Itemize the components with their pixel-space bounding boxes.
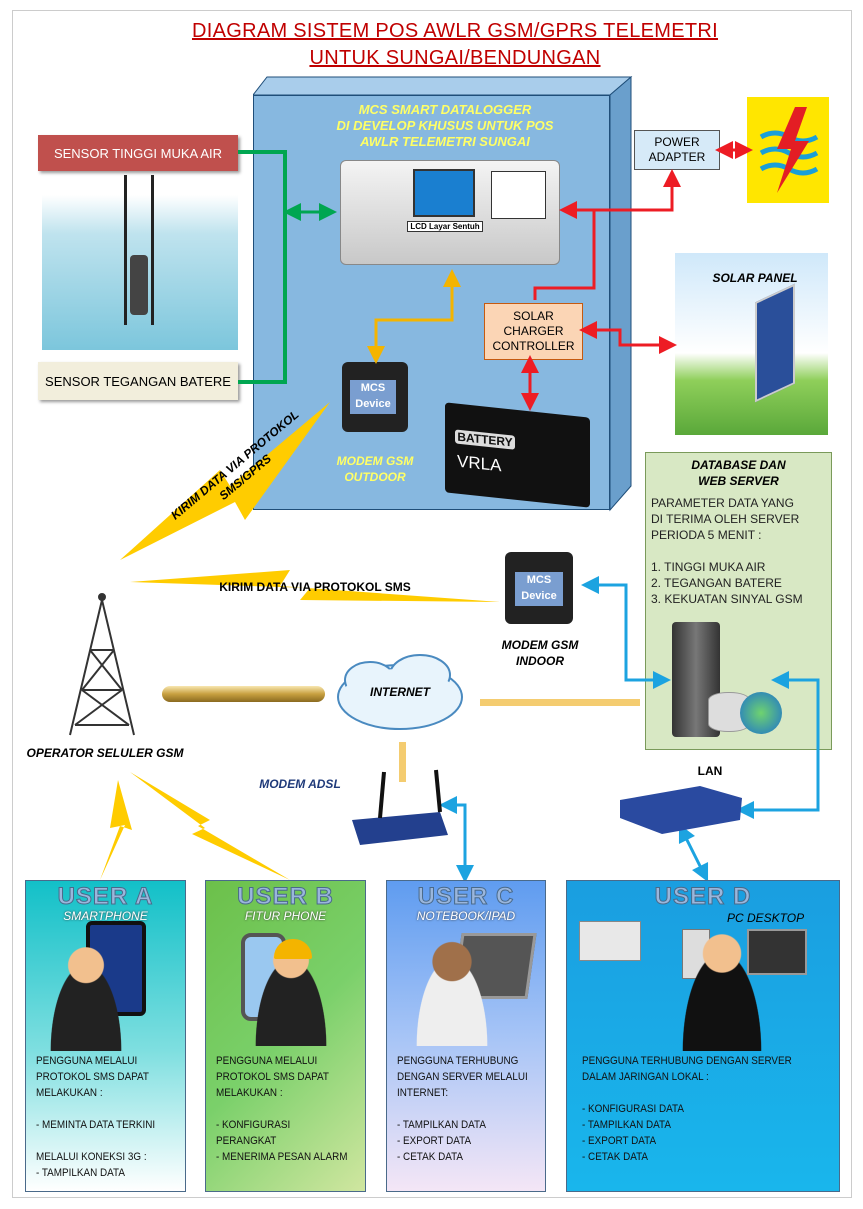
- operator-label: OPERATOR SELULER GSM: [26, 746, 184, 760]
- pipe-internet-server: [480, 699, 640, 706]
- wire-switch-userd: [678, 823, 709, 883]
- solar-panel-image: [675, 253, 828, 435]
- pipe-internet-router: [399, 742, 406, 782]
- wire-datalogger-modem: [367, 269, 461, 364]
- database-heading: DATABASE DAN WEB SERVER: [691, 458, 786, 488]
- tower-icon-part: [69, 599, 135, 736]
- info-sticker: [491, 171, 546, 219]
- router-icon-part: [378, 771, 386, 819]
- wire-charger-solar: [579, 321, 677, 354]
- hard-hat-icon: [274, 939, 312, 959]
- lightning-user-a: [100, 780, 132, 880]
- title-line-2: UNTUK SUNGAI/BENDUNGAN: [309, 47, 601, 69]
- internet-cloud-part: [342, 669, 458, 725]
- lightning-logo-icon: [759, 107, 819, 193]
- router-icon: [352, 769, 448, 845]
- modem-gsm-outdoor: MCS Device: [342, 362, 408, 432]
- lan-label: LAN: [697, 764, 723, 778]
- tower-icon: [69, 593, 135, 736]
- sms-link-label: KIRIM DATA VIA PROTOKOL SMS: [219, 580, 411, 594]
- wire-sensor-water: [238, 150, 287, 384]
- lcd-label: LCD Layar Sentuh: [407, 221, 483, 232]
- modem-adsl-label: MODEM ADSL: [259, 777, 341, 791]
- user-c-description: PENGGUNA TERHUBUNG DENGAN SERVER MELALUI…: [397, 1055, 528, 1163]
- modem-outdoor-badge: MCS Device: [350, 380, 396, 414]
- wire-power: [533, 178, 672, 300]
- user-d-name: USER D: [654, 883, 752, 911]
- internet-cloud: [337, 654, 463, 730]
- lightning-gprs: [120, 402, 330, 560]
- user-d-device: PC DESKTOP: [727, 911, 805, 925]
- solar-charger-controller: SOLAR CHARGER CONTROLLER: [484, 303, 583, 360]
- person-avatar: [672, 926, 772, 1051]
- lightning-user-b: [130, 772, 290, 880]
- solar-panel-label: SOLAR PANEL: [712, 271, 798, 285]
- internet-label: INTERNET: [370, 685, 430, 699]
- lcd-screen: [413, 169, 475, 217]
- datalogger-device: LCD Layar Sentuh: [340, 160, 560, 265]
- sensor-probe: [130, 255, 148, 315]
- wire-modem-server: [581, 576, 671, 689]
- page-frame: [12, 10, 852, 1198]
- lightning-sms: [130, 570, 500, 602]
- sensor-battery-voltage: SENSOR TEGANGAN BATERE: [38, 362, 238, 400]
- wire-router-userc: [439, 796, 474, 883]
- sensor-water-level: SENSOR TINGGI MUKA AIR: [38, 135, 238, 171]
- network-switch-icon-part: [620, 786, 742, 834]
- modem-indoor-badge: MCS Device: [515, 572, 563, 606]
- wire-server-switch: [736, 671, 820, 819]
- user-a-card: USER A SMARTPHONE PENGGUNA MELALUI PROTO…: [25, 880, 186, 1192]
- user-c-device: NOTEBOOK/IPAD: [416, 909, 516, 923]
- lightning-logo-icon-part: [777, 107, 809, 193]
- user-b-name: USER B: [237, 883, 334, 911]
- power-adapter: POWER ADAPTER: [634, 130, 720, 170]
- sensor-probe-frame: [124, 175, 154, 325]
- water-sensor-image: [42, 175, 238, 350]
- pipe-tower-internet: [162, 686, 325, 702]
- user-b-card: USER B FITUR PHONE PENGGUNA MELALUI PROT…: [205, 880, 366, 1192]
- network-switch-icon: [620, 786, 742, 834]
- user-d-card: USER D PC DESKTOP PENGGUNA TERHUBUNG DEN…: [566, 880, 840, 1192]
- user-a-description: PENGGUNA MELALUI PROTOKOL SMS DAPAT MELA…: [36, 1055, 156, 1179]
- pln-logo: [747, 97, 829, 203]
- modem-gsm-indoor: MCS Device: [505, 552, 573, 624]
- user-a-device: SMARTPHONE: [63, 909, 148, 923]
- modem-outdoor-label: MODEM GSM OUTDOOR: [336, 454, 414, 484]
- person-avatar: [41, 941, 131, 1051]
- user-b-device: FITUR PHONE: [244, 909, 327, 923]
- datalogger-heading: MCS SMART DATALOGGER DI DEVELOP KHUSUS U…: [336, 102, 554, 149]
- printer-icon: [579, 921, 641, 961]
- user-d-description: PENGGUNA TERHUBUNG DENGAN SERVER DALAM J…: [582, 1055, 792, 1163]
- router-icon-part: [352, 812, 448, 845]
- user-a-name: USER A: [57, 883, 154, 911]
- user-c-card: USER C NOTEBOOK/IPAD PENGGUNA TERHUBUNG …: [386, 880, 546, 1192]
- modem-indoor-label: MODEM GSM INDOOR: [501, 638, 579, 668]
- user-c-name: USER C: [417, 883, 515, 911]
- user-b-description: PENGGUNA MELALUI PROTOKOL SMS DAPAT MELA…: [216, 1055, 348, 1163]
- router-icon-part: [434, 769, 442, 813]
- person-avatar: [407, 935, 497, 1046]
- tower-icon-part: [98, 593, 106, 601]
- title-line-1: DIAGRAM SISTEM POS AWLR GSM/GPRS TELEMET…: [191, 20, 719, 42]
